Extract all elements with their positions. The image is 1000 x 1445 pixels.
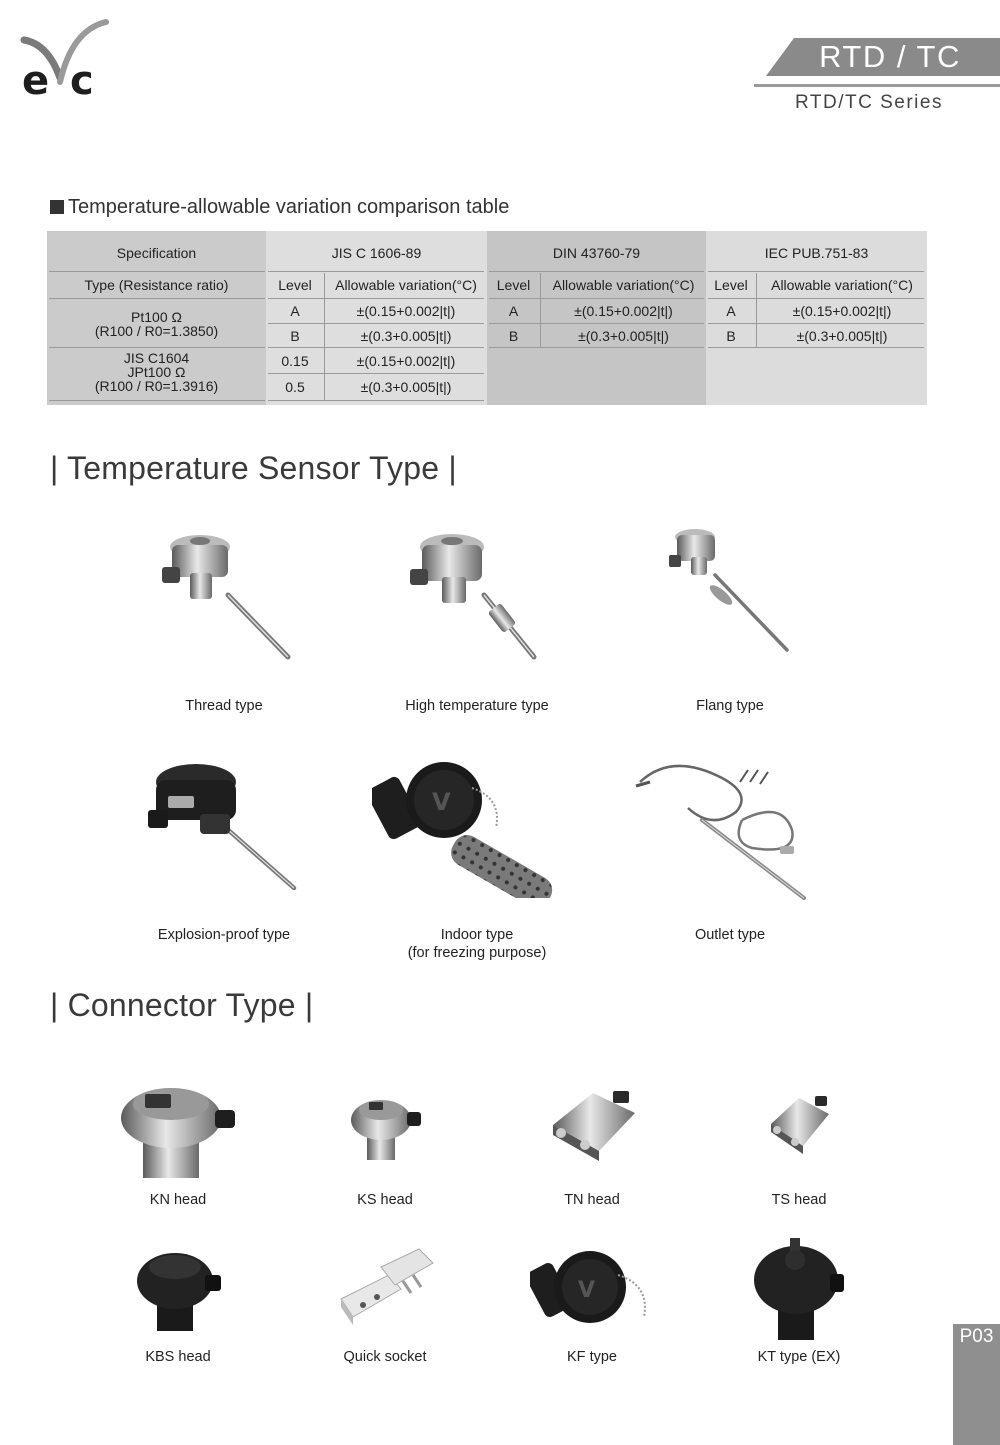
iec-level-cell: B [726, 327, 736, 344]
svg-text:V: V [432, 788, 451, 816]
spec-column [47, 231, 266, 405]
sensor-caption: Explosion-proof type [157, 927, 291, 943]
iec-column [706, 231, 927, 405]
jis-level-cell: B [290, 327, 300, 344]
quick-socket-image [340, 1248, 434, 1325]
connector-caption: TN head [564, 1192, 620, 1208]
iec-standard-header: IEC PUB.751-83 [764, 245, 869, 261]
spec-header: Specification [116, 245, 197, 261]
type-header: Type (Resistance ratio) [84, 277, 229, 293]
jis-level-cell: 0.5 [285, 379, 305, 395]
tn-head-image [553, 1091, 635, 1161]
jis-level-cell: 0.15 [281, 352, 309, 369]
connector-caption: KF type [567, 1349, 617, 1365]
kbs-head-image [137, 1253, 221, 1331]
ts-head-image [771, 1096, 829, 1154]
svg-text:e: e [22, 58, 49, 102]
sensor-caption: Outlet type [694, 927, 766, 943]
din-column [487, 231, 706, 405]
jis-variation-header: Allowable variation(°C) [335, 277, 477, 293]
iec-variation-cell: ±(0.15+0.002|t|) [792, 303, 892, 319]
jis-variation-cell: ±(0.3+0.005|t|) [360, 327, 452, 344]
explosion-proof-sensor-image [148, 764, 297, 891]
outlet-type-sensor-image [635, 764, 806, 900]
square-bullet-icon [50, 200, 64, 214]
type-pt100-name: Pt100 Ω [131, 309, 182, 325]
jis-variation-cell: ±(0.15+0.002|t|) [356, 303, 456, 319]
din-level-header: Level [496, 277, 531, 293]
jis-variation-cell: ±(0.3+0.005|t|) [360, 379, 452, 395]
connector-caption: KN head [149, 1192, 207, 1208]
header-subtitle: RTD/TC Series [795, 92, 943, 113]
type-jpt100-name: JPt100 Ω [127, 363, 186, 380]
iec-variation-cell: ±(0.3+0.005|t|) [796, 327, 888, 344]
type-jpt100-standard: JIS C1604 [123, 349, 190, 366]
din-standard-header: DIN 43760-79 [552, 245, 641, 261]
din-variation-cell: ±(0.3+0.005|t|) [578, 327, 669, 344]
header-divider [754, 84, 1000, 87]
jis-level-cell: A [290, 303, 300, 319]
svg-text:V: V [578, 1278, 595, 1303]
svg-text:c: c [70, 58, 94, 102]
type-jpt100-ratio: (R100 / R0=1.3916) [94, 377, 219, 394]
company-logo: e c [20, 19, 109, 102]
sensor-caption: High temperature type [405, 698, 549, 714]
jis-column [266, 231, 487, 405]
page-number: P03 [959, 1326, 994, 1347]
connector-caption: KBS head [145, 1349, 211, 1365]
kf-type-image: V [530, 1251, 646, 1323]
connector-section-title: | Connector Type | [50, 987, 314, 1023]
table-title-text: Temperature-allowable variation comparis… [68, 196, 510, 218]
table-title: Temperature-allowable variation comparis… [50, 196, 509, 219]
header-band [766, 38, 1000, 76]
thread-type-sensor-image [162, 535, 291, 660]
comparison-table: Specification Type (Resistance ratio) Pt… [47, 231, 927, 405]
jis-level-header: Level [278, 277, 312, 293]
connector-caption: KS head [357, 1192, 413, 1208]
din-level-cell: A [508, 303, 519, 319]
din-level-cell: B [508, 327, 519, 344]
sensor-caption-note: (for freezing purpose) [407, 945, 547, 961]
indoor-type-sensor-image: V [372, 762, 553, 898]
iec-level-header: Level [714, 277, 748, 293]
jis-variation-cell: ±(0.15+0.002|t|) [356, 352, 456, 369]
ks-head-image [351, 1100, 421, 1160]
din-variation-header: Allowable variation(°C) [552, 277, 695, 293]
sensor-caption: Thread type [185, 698, 263, 714]
connector-caption: KT type (EX) [757, 1349, 841, 1365]
type-pt100-ratio: (R100 / R0=1.3850) [94, 323, 219, 339]
page-tab [953, 1324, 1000, 1445]
iec-variation-header: Allowable variation(°C) [771, 277, 913, 293]
iec-level-cell: A [726, 303, 736, 319]
kt-type-ex-image [754, 1238, 844, 1340]
sensor-section-title: | Temperature Sensor Type | [50, 450, 457, 486]
connector-caption: TS head [771, 1192, 827, 1208]
sensor-caption: Indoor type [440, 927, 514, 943]
jis-standard-header: JIS C 1606-89 [331, 245, 422, 261]
high-temperature-sensor-image [410, 534, 537, 660]
header-title: RTD / TC [819, 39, 961, 74]
flang-type-sensor-image [669, 529, 789, 652]
kn-head-image [121, 1088, 235, 1178]
sensor-caption: Flang type [696, 698, 764, 714]
connector-caption: Quick socket [343, 1349, 427, 1365]
din-variation-cell: ±(0.15+0.002|t|) [574, 303, 673, 319]
